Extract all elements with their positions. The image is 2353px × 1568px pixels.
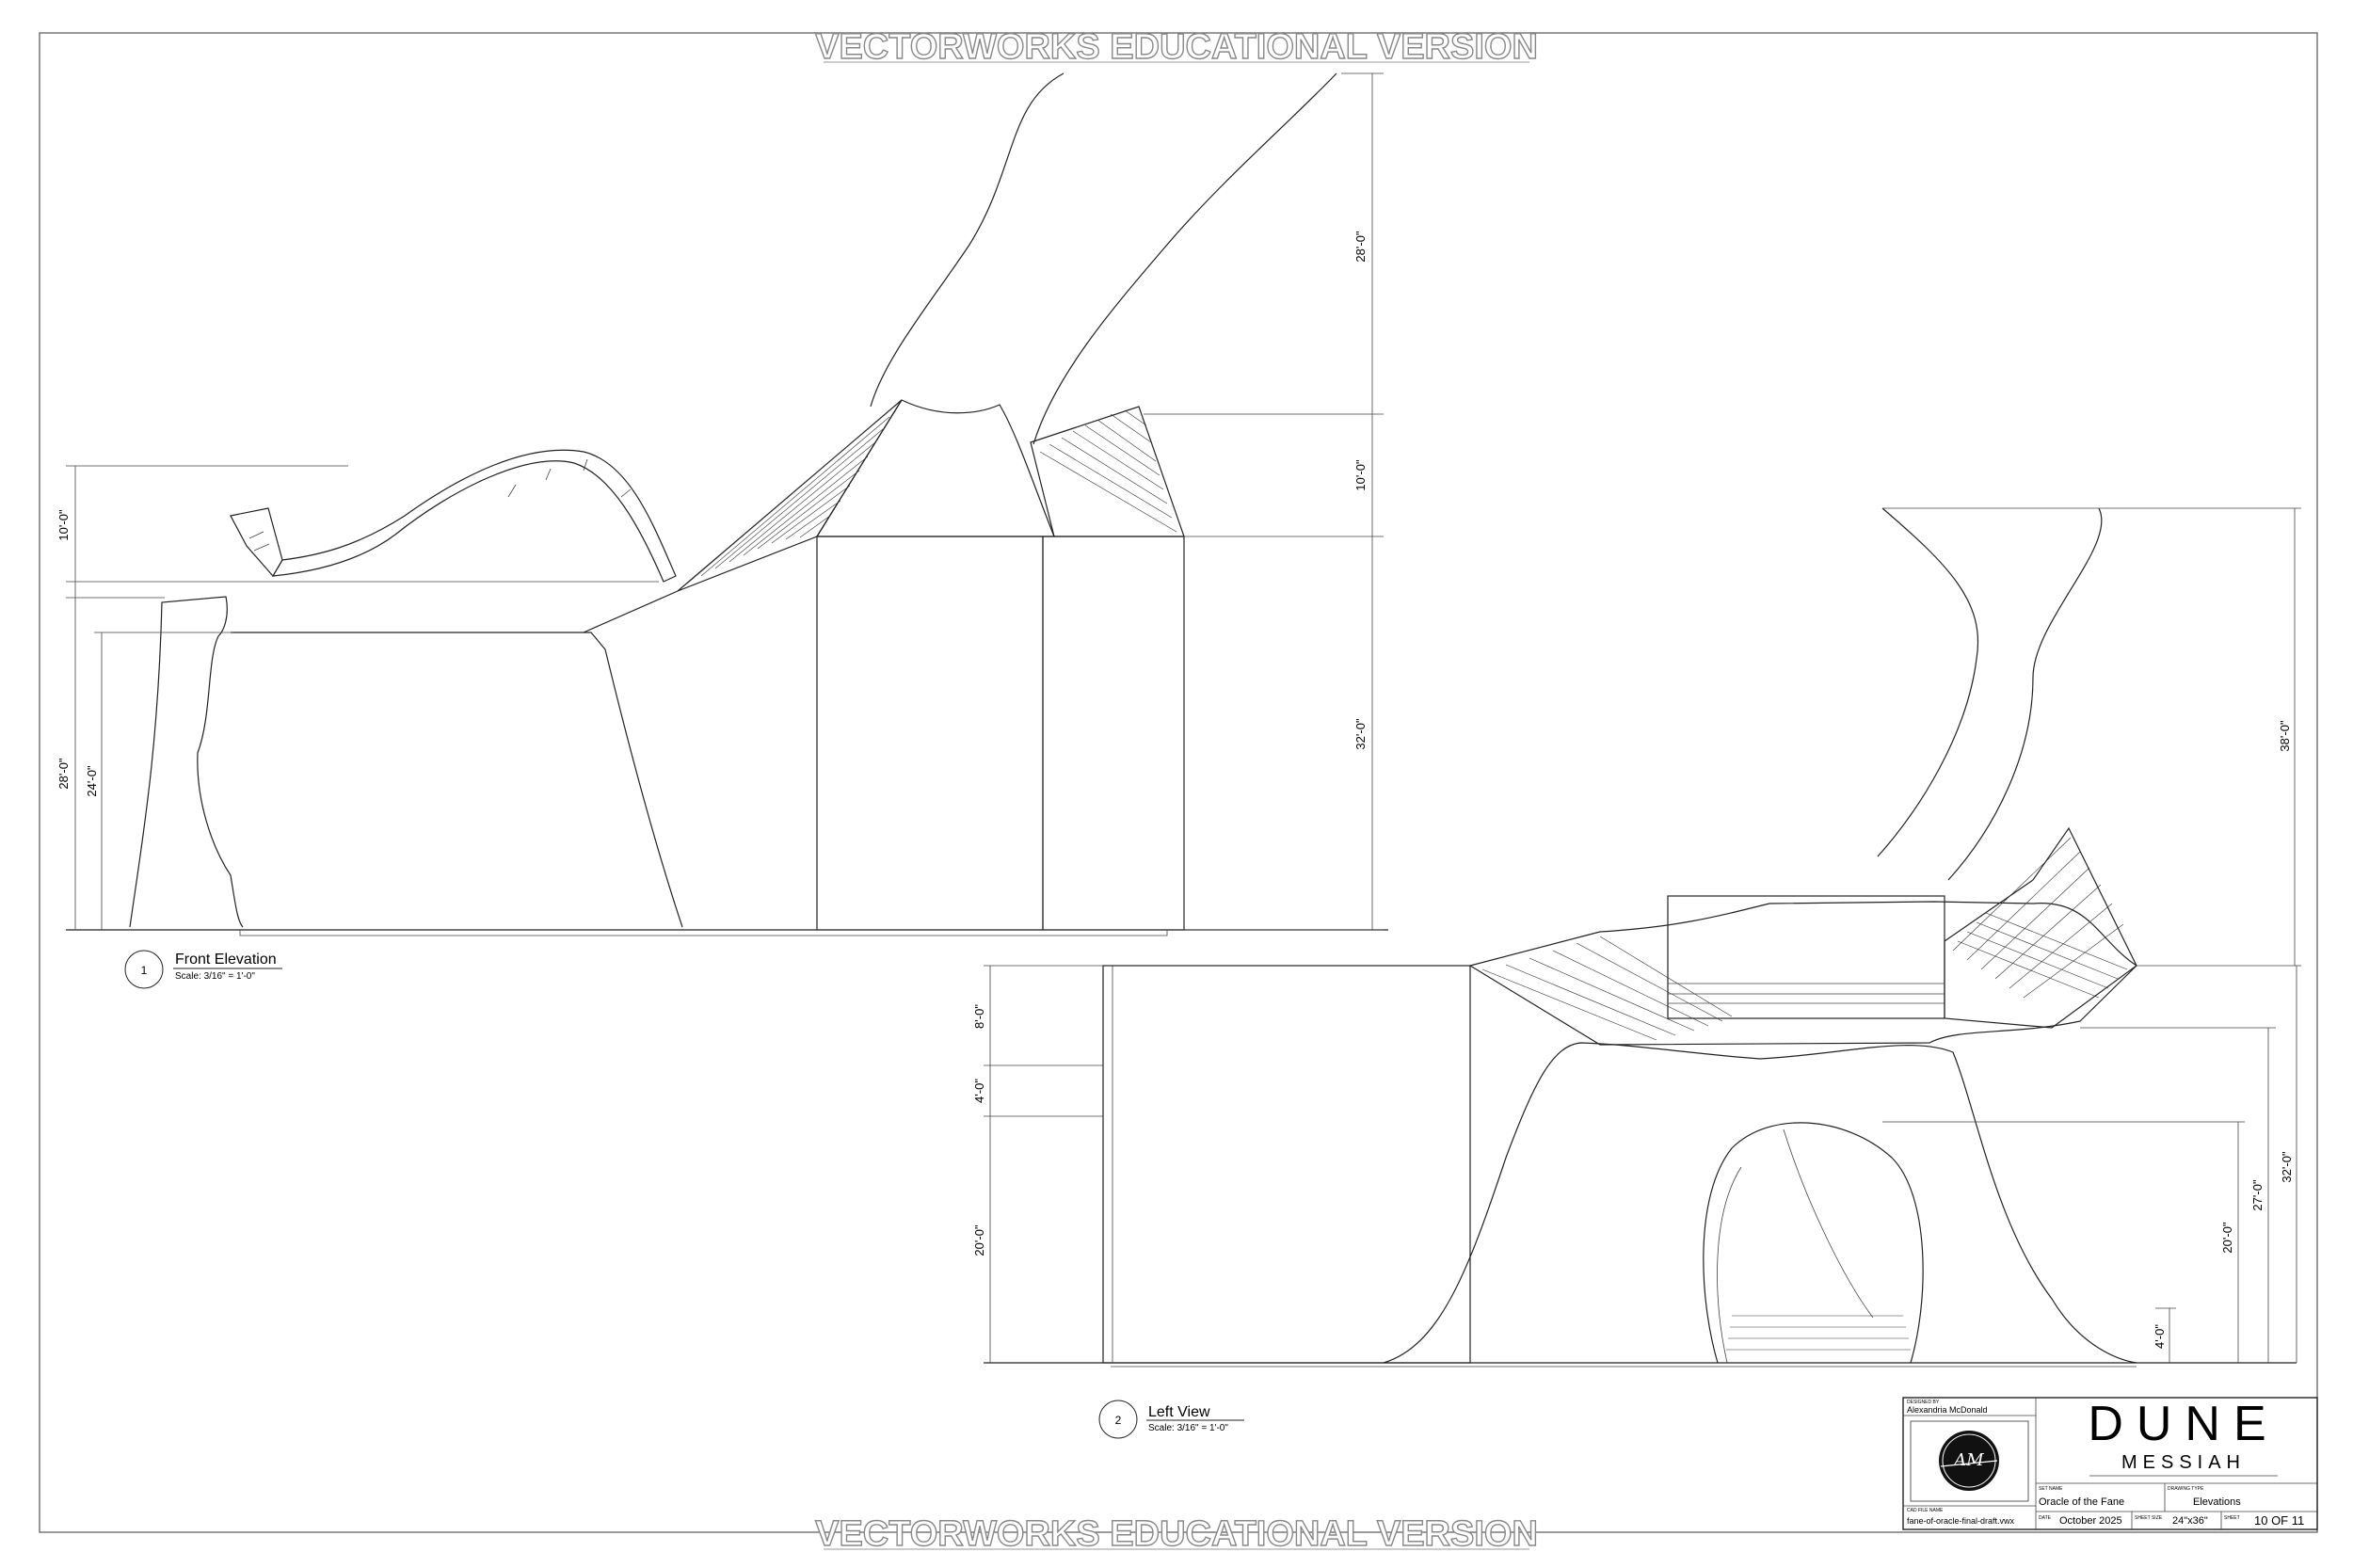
- front-view-title: Front Elevation: [175, 952, 277, 968]
- front-base-plinth: [239, 930, 1168, 936]
- left-dim-20-left: 20'-0": [972, 1224, 986, 1256]
- left-roof-hatching: [1481, 912, 2128, 1041]
- front-block-right: [1042, 536, 1185, 931]
- sheet-size-label: SHEET SIZE: [2135, 1515, 2163, 1521]
- set-name-label: SET NAME: [2039, 1486, 2063, 1492]
- front-cap: [815, 399, 1055, 537]
- cad-file-label: CAD FILE NAME: [1907, 1508, 1944, 1513]
- date-value: October 2025: [2059, 1515, 2122, 1527]
- logo-frame: [1910, 1420, 2029, 1502]
- front-dim-10-mid: 10'-0": [1353, 459, 1368, 491]
- front-dim-28-top: 28'-0": [1353, 231, 1368, 263]
- left-tower: [1877, 507, 2103, 881]
- sheet-value: 10 OF 11: [2254, 1513, 2304, 1528]
- left-central-box: [1667, 895, 1945, 1019]
- title-block: DESIGNED BY Alexandria McDonald AM CAD F…: [1902, 1397, 2318, 1530]
- left-arch-inner: [1717, 1128, 1874, 1364]
- front-dim-24-left: 24'-0": [85, 765, 99, 797]
- front-tail-ribs: [248, 458, 632, 552]
- watermark-top: VECTORWORKS EDUCATIONAL VERSION: [815, 27, 1538, 67]
- left-view-label: 2 Left View Scale: 3/16" = 1'-0": [1098, 1400, 1244, 1439]
- front-left-wing-hatching: [677, 399, 903, 592]
- left-dim-20-right: 20'-0": [2220, 1222, 2234, 1254]
- set-name-value: Oracle of the Fane: [2039, 1496, 2124, 1508]
- front-elevation-drawing: 28'-0" 10'-0" 32'-0" 10'-0" 28'-0" 24'-0…: [56, 72, 1388, 936]
- front-right-wing-hatching: [1030, 406, 1185, 537]
- left-view-number-circle: [1098, 1400, 1138, 1439]
- left-right-wing-hatching: [1952, 837, 2124, 999]
- front-dim-10-left: 10'-0": [56, 509, 71, 541]
- front-rock-wall: [129, 596, 244, 928]
- left-back-wall: [1102, 965, 1471, 1364]
- watermark-bottom: VECTORWORKS EDUCATIONAL VERSION: [815, 1514, 1538, 1554]
- project-subtitle: MESSIAH: [2121, 1452, 2246, 1473]
- drawing-type-value: Elevations: [2193, 1496, 2241, 1508]
- sheet-size-value: 24"x36": [2172, 1515, 2208, 1527]
- front-tail-tip: [230, 507, 283, 578]
- cad-file-value: fane-of-oracle-final-draft.vwx: [1907, 1516, 2015, 1526]
- left-arch: [1703, 1122, 1924, 1364]
- front-view-number: 1: [141, 964, 148, 977]
- logo-mark: [1939, 1431, 1999, 1491]
- front-tower: [870, 72, 1337, 445]
- front-dim-32-right: 32'-0": [1353, 718, 1368, 750]
- front-block-left: [816, 536, 1044, 931]
- date-label: DATE: [2039, 1515, 2052, 1521]
- left-mound: [1383, 1042, 2137, 1364]
- front-tail: [271, 449, 677, 583]
- left-dim-4-right: 4'-0": [2153, 1324, 2167, 1349]
- sheet-border: [39, 32, 2318, 1533]
- left-dim-38-right: 38'-0": [2278, 720, 2292, 752]
- front-dim-28-left: 28'-0": [56, 758, 71, 790]
- left-view-number: 2: [1115, 1414, 1122, 1427]
- designed-by-value: Alexandria McDonald: [1907, 1405, 1988, 1415]
- left-dim-32-right: 32'-0": [2280, 1151, 2294, 1183]
- front-view-scale: Scale: 3/16" = 1'-0": [175, 971, 255, 982]
- drawing-type-label: DRAWING TYPE: [2168, 1486, 2204, 1492]
- logo-initials: AM: [1952, 1450, 1984, 1470]
- front-view-number-circle: [124, 950, 164, 989]
- front-main-mass: [231, 632, 683, 928]
- designed-by-label: DESIGNED BY: [1907, 1400, 1940, 1405]
- left-right-wing: [1944, 826, 2137, 1029]
- left-roof-band: [1468, 901, 2137, 1046]
- left-view-title: Left View: [1148, 1404, 1210, 1420]
- sheet-label: SHEET: [2224, 1515, 2240, 1521]
- left-dim-8-left: 8'-0": [972, 1004, 986, 1029]
- left-view-drawing: 38'-0" 32'-0" 27'-0" 20'-0" 4'-0" 8'-0" …: [972, 507, 2301, 1368]
- front-elevation-label: 1 Front Elevation Scale: 3/16" = 1'-0": [124, 950, 282, 989]
- left-arch-steps: [1726, 1315, 1911, 1351]
- left-dim-4-left: 4'-0": [972, 1079, 986, 1103]
- front-ramp-line: [583, 590, 679, 633]
- project-title: DUNE: [2088, 1397, 2279, 1451]
- left-view-scale: Scale: 3/16" = 1'-0": [1148, 1423, 1228, 1433]
- left-dim-27-right: 27'-0": [2250, 1179, 2265, 1211]
